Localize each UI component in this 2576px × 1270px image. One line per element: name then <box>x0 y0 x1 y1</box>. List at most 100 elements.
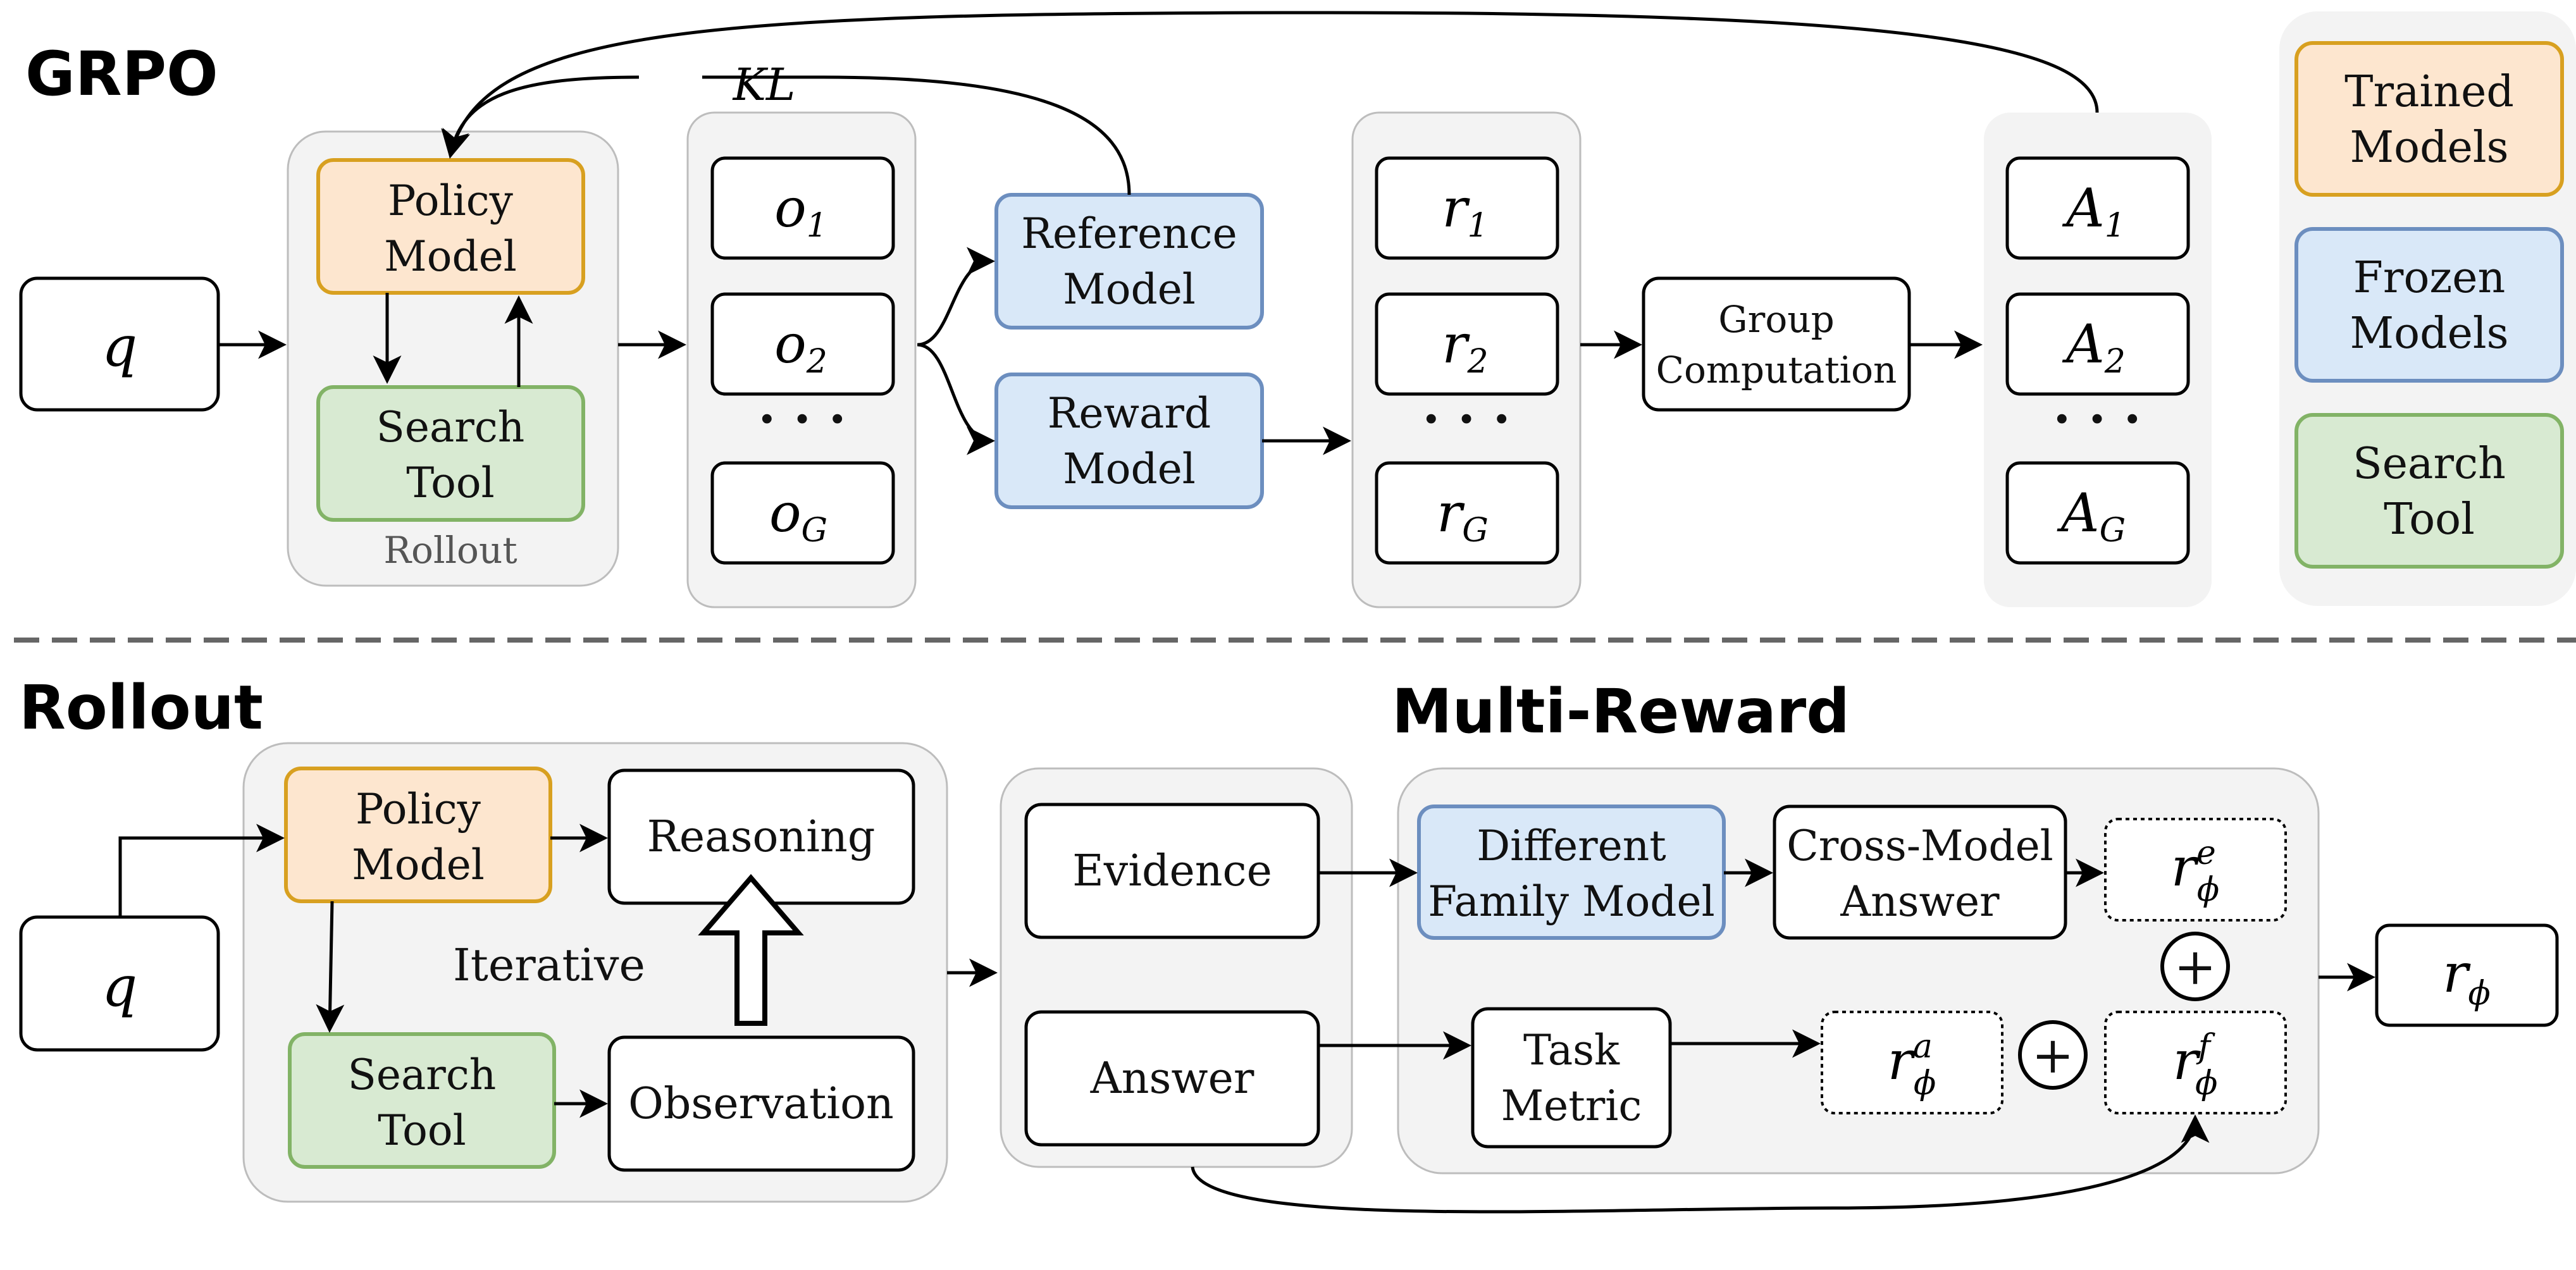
answer-node: Answer <box>1024 1010 1320 1147</box>
advantage-1-sub: 1 <box>2105 207 2126 245</box>
output-node-2: o2 <box>710 292 895 396</box>
rollout-query-symbol: q <box>102 954 137 1019</box>
cross-model-label-2: Answer <box>1840 877 2000 926</box>
plus-sign-horizontal: + <box>2018 1020 2088 1090</box>
r-a-sub: ϕ <box>1914 1064 1936 1102</box>
output-g-sub: G <box>802 512 828 550</box>
rollout-search-tool-node: Search Tool <box>288 1032 556 1169</box>
different-family-label-2: Family Model <box>1428 877 1714 926</box>
reward-node-1: r1 <box>1375 156 1559 260</box>
rollout-policy-label-2: Model <box>352 841 485 889</box>
grpo-edges <box>218 11 2099 455</box>
task-metric-node: Task Metric <box>1471 1007 1672 1149</box>
svg-text:o1: o1 <box>774 177 827 245</box>
outputs-ellipsis: · · · <box>758 389 846 448</box>
observation-node: Observation <box>607 1035 915 1172</box>
iterative-label: Iterative <box>453 939 645 991</box>
svg-text:rϕ: rϕ <box>2443 942 2491 1013</box>
evidence-label: Evidence <box>1072 846 1272 896</box>
rewards-ellipsis: · · · <box>1422 389 1510 448</box>
multi-reward-edges <box>1191 858 2375 1214</box>
advantage-node-1: A1 <box>2005 156 2190 260</box>
legend-tool-label-2: Tool <box>2384 495 2475 545</box>
svg-text:reϕ: reϕ <box>2171 834 2219 909</box>
svg-text:raϕ: raϕ <box>1888 1028 1936 1102</box>
edge-answer-to-rf <box>1191 1114 2210 1214</box>
r-e-sup: e <box>2196 834 2216 872</box>
group-computation-label-2: Computation <box>1656 348 1897 391</box>
svg-text:oG: oG <box>769 482 827 550</box>
r-f-base: r <box>2173 1030 2201 1092</box>
different-family-label-1: Different <box>1477 822 1666 870</box>
r-f-sub: ϕ <box>2195 1064 2217 1102</box>
output-node-g: oG <box>710 461 895 565</box>
r-e-sub: ϕ <box>2197 871 2219 909</box>
search-tool-label-1: Search <box>376 403 525 452</box>
legend-trained-label-2: Models <box>2350 123 2509 173</box>
r-a-base: r <box>1888 1030 1916 1092</box>
reference-model-node: Reference Model <box>994 193 1264 330</box>
plus-label-2: + <box>2031 1026 2074 1085</box>
edge-outputs-to-reward <box>917 343 995 455</box>
group-computation-node: Group Computation <box>1642 276 1911 412</box>
reference-model-label-2: Model <box>1063 265 1196 314</box>
rollout-search-label-1: Search <box>348 1051 497 1099</box>
observation-label: Observation <box>628 1079 894 1129</box>
reward-2-sub: 2 <box>1467 343 1489 381</box>
advantage-g-symbol: A <box>2057 482 2100 544</box>
output-node-1: o1 <box>710 156 895 260</box>
svg-text:rG: rG <box>1437 482 1489 550</box>
r-a-sup: a <box>1913 1028 1933 1066</box>
rollout-policy-model-node: Policy Model <box>284 767 552 903</box>
output-g-symbol: o <box>769 482 802 544</box>
reward-2-symbol: r <box>1442 313 1470 375</box>
rollout-search-label-2: Tool <box>378 1106 466 1155</box>
legend-trained-models: Trained Models <box>2294 41 2564 197</box>
policy-model-label-2: Model <box>384 232 517 281</box>
reward-g-sub: G <box>1462 512 1489 550</box>
edge-policy-to-search-tool <box>316 901 345 1033</box>
output-1-sub: 1 <box>807 207 827 245</box>
group-computation-label-1: Group <box>1718 298 1834 341</box>
task-metric-label-2: Metric <box>1501 1082 1642 1130</box>
advantage-node-g: AG <box>2005 461 2190 565</box>
svg-text:o2: o2 <box>774 313 827 381</box>
rollout-group-label: Rollout <box>383 529 517 572</box>
svg-text:r2: r2 <box>1442 313 1488 381</box>
reward-1-symbol: r <box>1442 177 1470 239</box>
edge-outputs-to-reference <box>917 247 995 347</box>
plus-label-1: + <box>2174 937 2216 996</box>
search-tool-node: Search Tool <box>316 385 585 522</box>
output-2-symbol: o <box>774 313 807 375</box>
total-reward-node: rϕ <box>2375 923 2559 1027</box>
r-e-base: r <box>2171 836 2200 898</box>
observation-to-reasoning-arrow <box>698 873 804 1026</box>
legend-frozen-label-1: Frozen <box>2353 253 2506 303</box>
advantage-2-symbol: A <box>2062 313 2105 375</box>
reward-node-2: r2 <box>1375 292 1559 396</box>
svg-text:r1: r1 <box>1442 177 1488 245</box>
svg-text:A2: A2 <box>2062 313 2126 381</box>
reference-model-label-1: Reference <box>1021 209 1237 258</box>
rollout-title: Rollout <box>19 672 263 743</box>
query-symbol: q <box>102 314 137 379</box>
r-total-base: r <box>2443 942 2471 1004</box>
advantage-1-symbol: A <box>2062 177 2105 239</box>
legend-tool-label-1: Search <box>2353 439 2506 489</box>
output-1-symbol: o <box>774 177 807 239</box>
policy-model-label-1: Policy <box>388 176 514 225</box>
edge-rollout-query-to-policy <box>118 823 285 917</box>
policy-model-node: Policy Model <box>316 158 585 295</box>
edge-advantages-to-policy <box>442 11 2099 159</box>
legend-frozen-label-2: Models <box>2350 309 2509 359</box>
advantage-g-sub: G <box>2100 512 2126 550</box>
rollout-policy-label-1: Policy <box>356 785 481 834</box>
different-family-model-node: Different Family Model <box>1417 805 1726 940</box>
reward-model-label-1: Reward <box>1048 389 1211 438</box>
advantage-2-sub: 2 <box>2104 343 2126 381</box>
reward-model-label-2: Model <box>1063 445 1196 493</box>
plus-sign-vertical: + <box>2160 932 2230 1001</box>
